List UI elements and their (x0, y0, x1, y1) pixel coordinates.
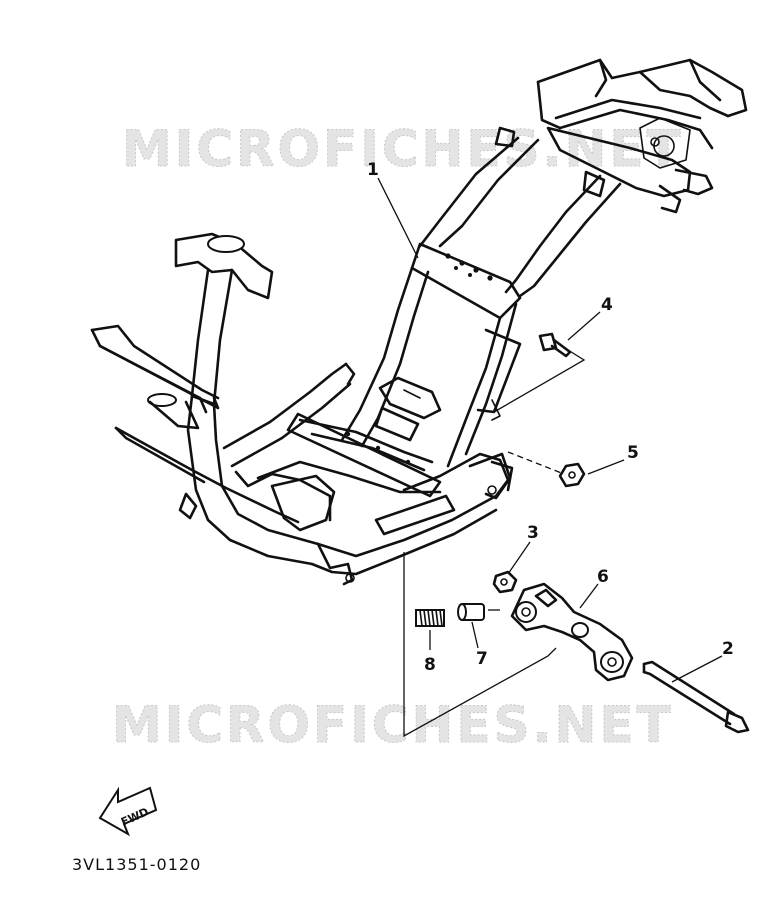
bolt-part-2 (642, 660, 750, 734)
stand-bracket-part-6 (510, 582, 634, 682)
watermark-bottom: MICROFICHES.NET (112, 696, 674, 754)
callout-5: 5 (627, 443, 639, 463)
bolt-part-4 (538, 332, 572, 358)
spring-part-8 (415, 609, 445, 627)
callout-7: 7 (476, 649, 488, 669)
frame-part-1 (90, 58, 748, 586)
callout-6: 6 (597, 567, 609, 587)
diagram-code: 3VL1351-0120 (72, 855, 201, 874)
nut-part-5 (558, 462, 586, 488)
nut-part-3 (492, 570, 518, 594)
callout-3: 3 (527, 523, 539, 543)
callout-2: 2 (722, 639, 734, 659)
collar-part-7 (457, 603, 485, 621)
watermark-top: MICROFICHES.NET (122, 120, 684, 178)
fwd-arrow-icon: FWD (98, 786, 158, 837)
leader-lines (377, 177, 723, 738)
callout-8: 8 (424, 655, 436, 675)
callout-4: 4 (601, 295, 613, 315)
callout-1: 1 (367, 160, 379, 180)
